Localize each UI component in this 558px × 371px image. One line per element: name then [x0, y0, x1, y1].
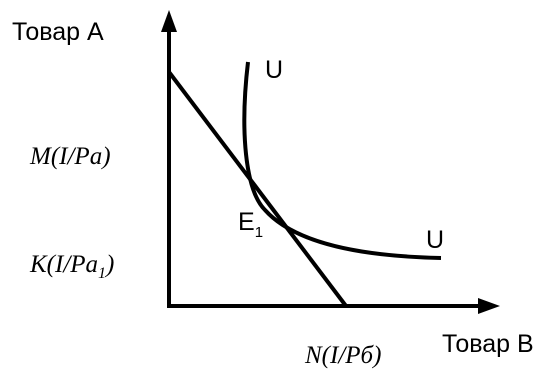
point-label-e1: E1 — [238, 208, 263, 241]
curve-label-right: U — [426, 226, 444, 254]
x-axis-arrow — [478, 298, 500, 314]
label-m: M(I/Pa) — [29, 143, 111, 170]
budget-line — [167, 70, 348, 308]
indifference-curve — [242, 61, 442, 260]
curve-label-top: U — [265, 56, 283, 84]
y-axis-label: Товар А — [12, 18, 104, 46]
label-k-main: K(I/Pa — [29, 251, 98, 278]
point-label-main: E — [238, 208, 255, 236]
x-axis-label: Товар В — [442, 330, 534, 358]
label-n: N(I/Pб) — [304, 342, 381, 369]
label-k-close: ) — [104, 251, 114, 278]
point-label-subscript: 1 — [255, 224, 263, 241]
label-k: K(I/Pa1) — [29, 251, 114, 282]
label-k-subscript: 1 — [98, 265, 106, 282]
y-axis-arrow — [161, 10, 177, 32]
